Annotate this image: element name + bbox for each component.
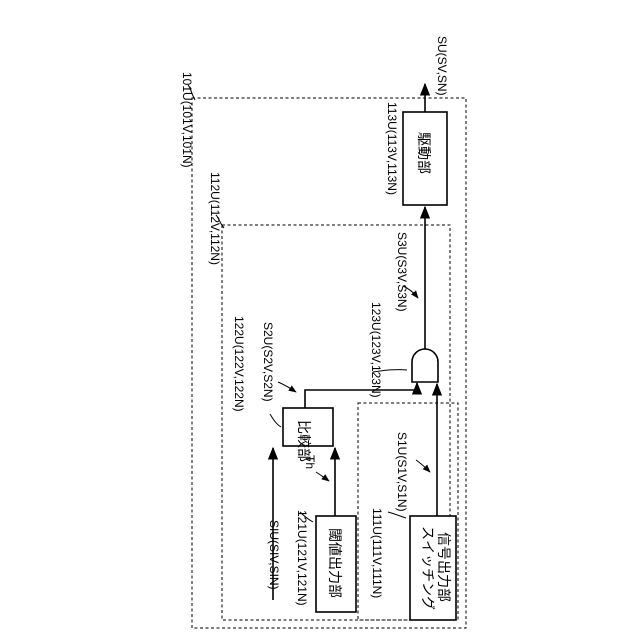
switching-unit-name-line2: 信号出力部 [436,532,452,602]
s2-signal-line [305,383,417,408]
threshold-unit-ref: 121U(121V,121N) [295,510,309,606]
output-signal-label: SU(SV,SN) [435,36,449,96]
threshold-label-leader [316,472,329,481]
s1-label-leader [416,460,430,472]
and-gate [412,349,438,382]
comparator-ref: 122U(122V,122N) [232,316,246,412]
drive-unit-ref: 113U(113V,113N) [385,102,399,195]
current-signal-label: SIU(SIV,SIN) [267,520,281,590]
s3-signal-label: S3U(S3V,S3N) [395,232,409,312]
threshold-unit-name: 閾値出力部 [327,528,343,598]
drive-unit-name: 駆動部 [416,132,432,174]
comparator-ref-leader [270,414,281,427]
switching-unit-name-line1: スイッチング [420,526,436,610]
switching-unit-ref: 111U(111V,111N) [370,508,384,598]
outer-block-ref: 101U(101V,101N) [180,72,194,168]
s2-label-leader [278,382,296,392]
threshold-signal-label: Th [303,455,317,469]
switching-ref-leader [388,512,406,518]
inner-block-ref: 112U(112V,112N) [208,172,222,265]
and-gate-ref: 123U(123V,123N) [369,302,383,398]
s2-signal-label: S2U(S2V,S2N) [261,322,275,402]
s1-signal-label: S1U(S1V,S1N) [395,432,409,512]
